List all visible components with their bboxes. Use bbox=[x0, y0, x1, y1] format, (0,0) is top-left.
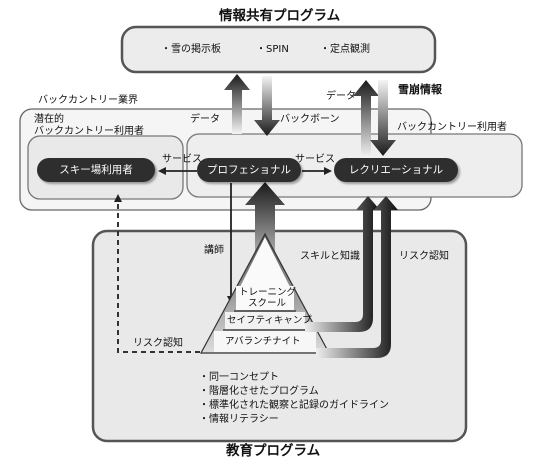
pyramid-middle-label: セイフティキャンプ bbox=[227, 315, 312, 326]
label-risk-awareness-left: リスク認知 bbox=[133, 338, 183, 349]
node-professional: プロフェショナル bbox=[197, 158, 301, 182]
pyramid-top-fill bbox=[240, 237, 290, 287]
label-backbone: バックボーン bbox=[280, 114, 340, 125]
node-ski-area-users: スキー場利用者 bbox=[37, 158, 155, 182]
data-up-arrow-right bbox=[353, 80, 379, 158]
risk-awareness-arrow bbox=[316, 196, 398, 358]
skills-knowledge-arrow bbox=[305, 196, 380, 332]
latent-users-label-2: バックカントリー利用者 bbox=[34, 126, 144, 137]
users-area-label: バックカントリー利用者 bbox=[397, 122, 507, 133]
label-instructor: 講師 bbox=[204, 245, 224, 256]
info-program-box bbox=[120, 25, 437, 74]
edu-item-literacy: ・情報リテラシー bbox=[199, 414, 279, 425]
pyramid-top-label-1: トレーニング bbox=[239, 287, 297, 298]
label-risk-awareness-right: リスク認知 bbox=[399, 251, 449, 262]
avalanche-info-label: 雪崩情報 bbox=[398, 83, 442, 96]
pyramid-top-fill-2 bbox=[236, 286, 294, 310]
info-item-board: ・雪の掲示板 bbox=[161, 44, 221, 55]
edu-item-guideline: ・標準化された観察と記録のガイドライン bbox=[199, 400, 389, 411]
risk-awareness-dashed-arrow bbox=[114, 194, 200, 353]
label-data-left: データ bbox=[190, 114, 220, 125]
edu-item-concept: ・同一コンセプト bbox=[199, 372, 279, 383]
info-item-spin: ・SPIN bbox=[256, 44, 289, 55]
latent-users-label-1: 潜在的 bbox=[34, 114, 64, 125]
label-service-right: サービス bbox=[295, 154, 335, 165]
education-program-title: 教育プログラム bbox=[226, 443, 321, 459]
pyramid-top-label-2: スクール bbox=[248, 298, 287, 309]
pyramid-bottom-fill bbox=[214, 331, 316, 352]
edu-item-tiered: ・階層化させたプログラム bbox=[199, 386, 319, 397]
backbone-down-arrow bbox=[254, 76, 280, 136]
label-service-left: サービス bbox=[162, 154, 202, 165]
info-program-title: 情報共有プログラム bbox=[219, 8, 341, 24]
avalanche-info-down-arrow bbox=[370, 80, 396, 156]
data-up-arrow-left bbox=[224, 74, 250, 134]
pyramid-middle-fill bbox=[225, 312, 305, 329]
industry-label: バックカントリー業界 bbox=[38, 95, 138, 106]
label-data-right: データ bbox=[326, 91, 356, 102]
label-skills-knowledge: スキルと知識 bbox=[300, 251, 360, 262]
node-recreational: レクリエーショナル bbox=[334, 158, 458, 182]
info-item-fixed-point: ・定点観測 bbox=[320, 44, 370, 55]
pyramid-bottom-label: アバランチナイト bbox=[225, 336, 301, 347]
